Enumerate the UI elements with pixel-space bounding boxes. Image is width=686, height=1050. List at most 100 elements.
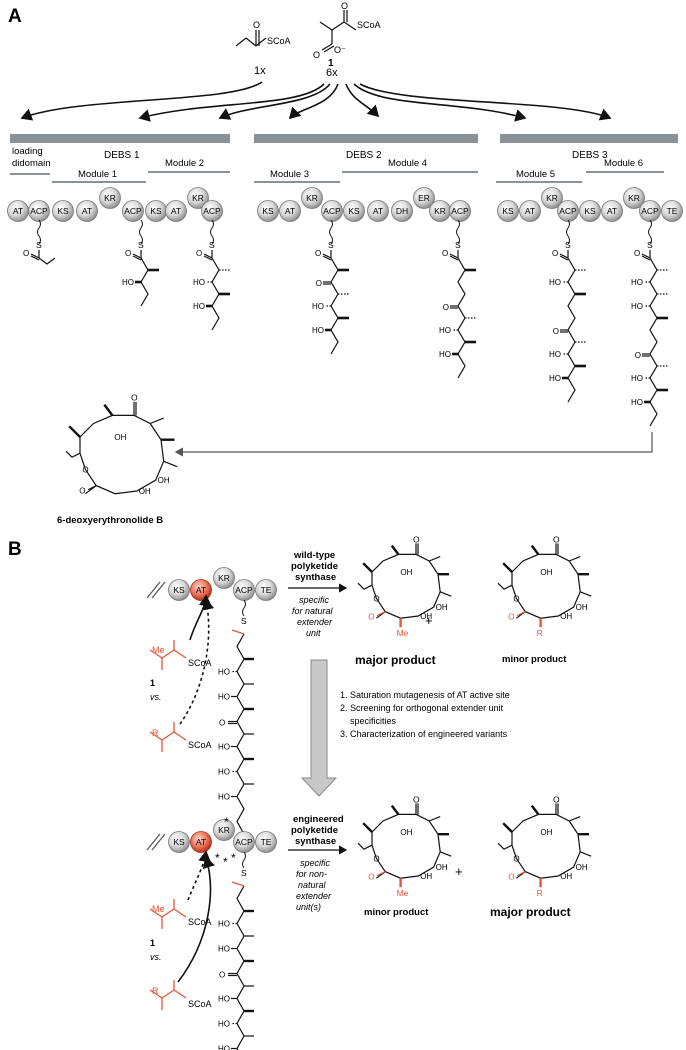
m6-backbone-o: O bbox=[635, 351, 641, 360]
wt-enzyme-line1: wild-type bbox=[293, 550, 335, 561]
wt-major-oh-1: OH bbox=[436, 603, 448, 612]
wt-module-ho-11: HO bbox=[218, 768, 230, 777]
top-substrate-r: R bbox=[152, 728, 159, 738]
loading-chain-o: O bbox=[23, 249, 29, 258]
module-lines bbox=[10, 171, 664, 183]
eng-spec-line3: natural bbox=[298, 880, 327, 890]
m3-backbone bbox=[330, 257, 339, 355]
top-substrate-me: Me bbox=[152, 645, 165, 655]
eng-major-methyl-1 bbox=[568, 816, 581, 822]
domain-at-3 bbox=[76, 200, 98, 222]
wt-minor-ring-o: O bbox=[513, 594, 519, 603]
domain-kr-26 bbox=[623, 187, 645, 209]
bot-sub-me-skeleton bbox=[149, 908, 187, 918]
m5-backbone-oh: HO bbox=[549, 350, 561, 359]
wt-module-domain-te-label: TE bbox=[261, 585, 272, 595]
eng-major-methyl-4 bbox=[502, 822, 513, 833]
m1-chain-s: S bbox=[138, 240, 144, 250]
eng-module-domain-ks bbox=[168, 831, 190, 853]
eng-minor-methyl-4 bbox=[362, 822, 373, 833]
domain-at-3-label: AT bbox=[82, 206, 92, 216]
wt-minor-lactone-o: O bbox=[508, 613, 514, 622]
wt-major-lactone-co bbox=[376, 611, 386, 617]
loading-chain-ethyl bbox=[38, 257, 56, 265]
m1-backbone-oh: HO bbox=[122, 278, 134, 287]
eng-minor-ethyl bbox=[357, 842, 373, 850]
methylmalonyl-coa-structure bbox=[319, 10, 357, 53]
m2-backbone-oh: HO bbox=[193, 278, 205, 287]
eng-module-break-1 bbox=[146, 833, 161, 851]
m6-backbone-oh: HO bbox=[631, 302, 643, 311]
debs1-label: DEBS 1 bbox=[104, 150, 140, 161]
eng-minor-oh-0: OH bbox=[400, 828, 412, 837]
wt-major-acyl: Me bbox=[397, 628, 409, 638]
domain-ks-14-label: KS bbox=[348, 206, 360, 216]
eng-minor-ring-o: O bbox=[373, 854, 379, 863]
wt-spec-line2: for natural bbox=[292, 606, 334, 616]
bot-substrate-r: R bbox=[152, 986, 159, 996]
domain-kr-22 bbox=[541, 187, 563, 209]
wt-major-methyl-3 bbox=[439, 591, 452, 597]
m1-backbone bbox=[140, 257, 149, 307]
debs3-bar bbox=[500, 134, 678, 143]
domain-kr-22-label: KR bbox=[546, 193, 558, 203]
domain-acp-27-label: ACP bbox=[641, 206, 659, 216]
plus-sign-top: + bbox=[425, 613, 433, 628]
eng-product-right: major product bbox=[490, 905, 571, 919]
wt-spec-line3: extender bbox=[297, 617, 333, 627]
eng-minor-methyl-1 bbox=[428, 816, 441, 822]
deb-macrolactone-lactone-o: O bbox=[79, 487, 85, 496]
deb-macrolactone-methyl-0 bbox=[103, 403, 114, 417]
eng-major-acyl: R bbox=[537, 888, 543, 898]
wt-module-domain-kr bbox=[213, 567, 235, 589]
top-vs: vs. bbox=[150, 692, 162, 702]
eng-product-left: minor product bbox=[364, 907, 429, 918]
eng-module-domain-kr bbox=[213, 819, 235, 841]
eng-module-ho-9: HO bbox=[218, 995, 230, 1004]
wt-spec-line4: unit bbox=[306, 628, 321, 638]
product-name: 6-deoxyerythronolide B bbox=[57, 515, 163, 526]
m3-backbone-o: O bbox=[316, 279, 322, 288]
wt-major-oh-2: OH bbox=[420, 612, 432, 621]
loading-arrow bbox=[20, 81, 263, 121]
wt-spec-line1: specific bbox=[299, 595, 330, 605]
propionyl-o: O bbox=[253, 20, 260, 30]
wt-product-left: major product bbox=[355, 653, 436, 667]
bot-substrate-scoa: SCoA bbox=[188, 917, 212, 927]
wt-module-domain-at-label: AT bbox=[196, 585, 206, 595]
domain-kr-18-label: KR bbox=[434, 206, 446, 216]
eng-major-methyl-3 bbox=[579, 851, 592, 857]
m2-chain-co-a bbox=[203, 253, 213, 259]
domain-te-28 bbox=[661, 200, 683, 222]
domain-at-21-label: AT bbox=[525, 206, 535, 216]
mutation-mark-4: * bbox=[231, 851, 236, 865]
domain-acp-1 bbox=[28, 200, 50, 222]
bot-substrate-r-scoa: SCoA bbox=[188, 999, 212, 1009]
eng-minor-lactone-o: O bbox=[368, 873, 374, 882]
loading-chain-co-b bbox=[30, 255, 40, 261]
eng-spec-line4: extender bbox=[296, 891, 332, 901]
wt-minor-oh-0: OH bbox=[540, 568, 552, 577]
deb-macrolactone-methyl-4 bbox=[68, 425, 81, 438]
m6-chain-co-b bbox=[641, 255, 651, 261]
step-2: 2. Screening for orthogonal extender uni… bbox=[340, 703, 504, 713]
domain-at-21 bbox=[519, 200, 541, 222]
propionyl-scoa: SCoA bbox=[267, 36, 291, 46]
module-3-label: Module 3 bbox=[270, 169, 309, 180]
m4-chain-s: S bbox=[455, 240, 461, 250]
wt-minor-ketone-o: O bbox=[553, 534, 560, 544]
m3-chain-o: O bbox=[315, 249, 321, 258]
domain-ks-20-label: KS bbox=[502, 206, 514, 216]
domain-kr-12 bbox=[301, 187, 323, 209]
domain-acp-27 bbox=[639, 200, 661, 222]
domain-ks-24 bbox=[579, 200, 601, 222]
eng-module-ho-11: HO bbox=[218, 1020, 230, 1029]
propionyl-coa-structure bbox=[235, 30, 267, 47]
m3-chain-co-a bbox=[322, 253, 332, 259]
eng-major-ring-o: O bbox=[513, 854, 519, 863]
wt-product-right: minor product bbox=[502, 654, 567, 665]
wt-major-ring bbox=[371, 553, 441, 619]
wt-module-ho-13: HO bbox=[218, 793, 230, 802]
m1-chain-co-b bbox=[132, 255, 142, 261]
domain-kr-4-label: KR bbox=[104, 193, 116, 203]
